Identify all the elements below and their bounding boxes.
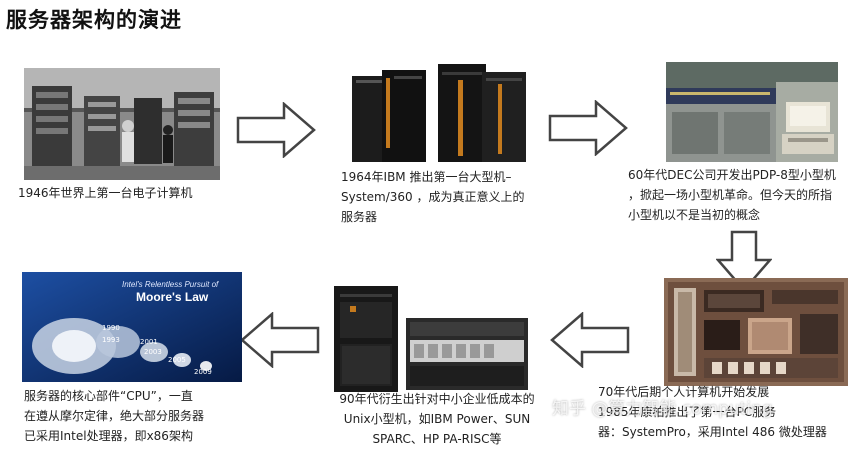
step-1-caption: 1946年世界上第一台电子计算机 (18, 183, 193, 203)
caption-line: ，掀起一场小型机革命。但今天的所指 (628, 188, 833, 202)
arrow-down-icon (716, 230, 772, 292)
caption-line: 1946年世界上第一台电子计算机 (18, 186, 193, 200)
caption-line: System/360 ，成为真正意义上的 (341, 190, 525, 204)
eniac-photo (24, 68, 220, 180)
arrow-right-icon (548, 100, 628, 156)
caption-line: 器：SystemPro，采用Intel 486 微处理器 (598, 425, 827, 439)
caption-line: SPARC、HP PA-RISC等 (372, 432, 502, 446)
page-title: 服务器架构的演进 (6, 8, 182, 32)
caption-line: 90年代衍生出针对中小企业低成本的 (339, 392, 535, 406)
caption-line: 服务器 (341, 210, 378, 224)
caption-line: 1964年IBM 推出第一台大型机– (341, 170, 512, 184)
caption-line: 小型机以不是当初的概念 (628, 208, 761, 222)
year-label: 2003 (144, 348, 162, 356)
zhihu-watermark: 知乎 @算力智能 computing (552, 399, 773, 419)
moores-law-image: Intel's Relentless Pursuit of Moore's La… (22, 272, 242, 382)
ibm-mainframe-photo (346, 58, 532, 164)
arrow-left-icon (550, 312, 630, 368)
moores-law-tagline: Intel's Relentless Pursuit of (122, 280, 219, 289)
caption-line: 70年代后期个人计算机开始发展 (598, 385, 770, 399)
unix-servers-photo (330, 284, 530, 394)
caption-line: 在遵从摩尔定律，绝大部分服务器 (24, 409, 205, 423)
year-label: 2009 (194, 368, 212, 376)
moores-law-heading: Moore's Law (136, 290, 209, 304)
year-label: 2001 (140, 338, 158, 346)
year-label: 1990 (102, 324, 120, 332)
caption-line: Unix小型机，如IBM Power、SUN (343, 412, 531, 426)
caption-line: 已采用Intel处理器，即x86架构 (24, 429, 193, 443)
step-3-caption: 60年代DEC公司开发出PDP-8型小型机 ，掀起一场小型机革命。但今天的所指 … (628, 165, 836, 225)
step-4-caption: 70年代后期个人计算机开始发展 1985年康柏推出了第一台PC服务 器：Syst… (598, 382, 827, 442)
caption-line: 60年代DEC公司开发出PDP-8型小型机 (628, 168, 836, 182)
arrow-left-icon (240, 312, 320, 368)
caption-line: 服务器的核心部件“CPU”，一直 (24, 389, 193, 403)
step-5-caption: 90年代衍生出针对中小企业低成本的 Unix小型机，如IBM Power、SUN… (326, 389, 548, 449)
dec-pdp8-photo (666, 62, 838, 162)
caption-line: 1985年康柏推出了第一台PC服务 (598, 405, 777, 419)
motherboard-photo (664, 278, 848, 386)
arrow-right-icon (236, 102, 316, 158)
year-label: 1993 (102, 336, 120, 344)
step-2-caption: 1964年IBM 推出第一台大型机– System/360 ，成为真正意义上的 … (341, 167, 525, 227)
year-label: 2005 (168, 356, 186, 364)
step-6-caption: 服务器的核心部件“CPU”，一直 在遵从摩尔定律，绝大部分服务器 已采用Inte… (24, 386, 204, 446)
